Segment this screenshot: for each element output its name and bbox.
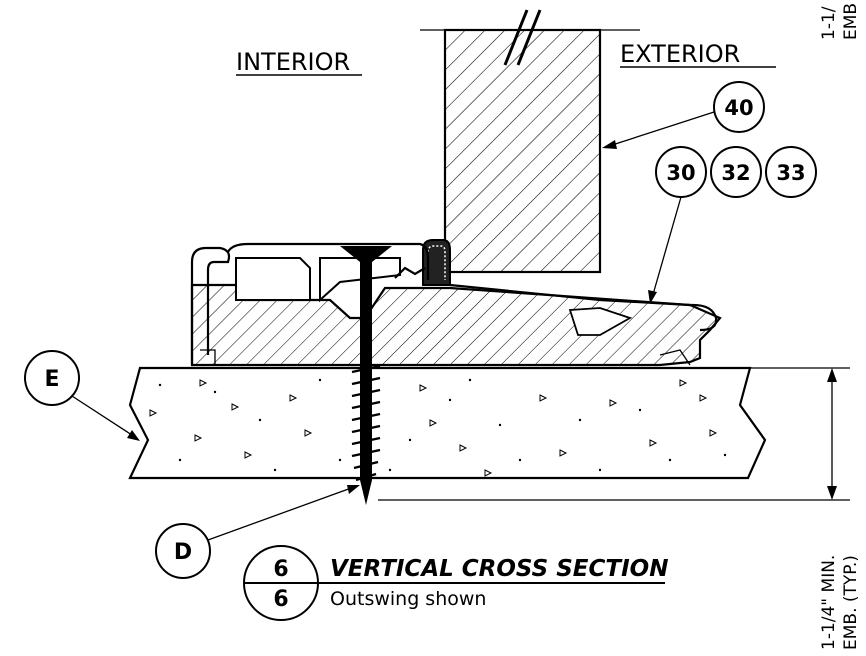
dimension-label-line2: EMB. (TYP.) bbox=[841, 555, 861, 650]
anchor-screw bbox=[340, 246, 392, 505]
dimension-label-top-line2: EMB bbox=[841, 3, 861, 40]
concrete-substrate bbox=[128, 366, 767, 480]
callout-d: D bbox=[155, 485, 360, 579]
callout-d-text: D bbox=[174, 540, 192, 565]
dimension-label-top-line1: 1-1/ bbox=[819, 6, 839, 40]
door-slab bbox=[420, 9, 640, 274]
callout-e: E bbox=[24, 350, 140, 441]
callout-group-30-32-33: 30 32 33 bbox=[648, 146, 817, 304]
callout-33-text: 33 bbox=[776, 161, 805, 185]
callout-32-text: 32 bbox=[721, 161, 750, 185]
section-sheet: 6 bbox=[273, 587, 288, 612]
embedment-dimension: 1-1/4" MIN. EMB. (TYP.) 1-1/ EMB bbox=[378, 3, 861, 650]
callout-e-text: E bbox=[44, 367, 59, 392]
exterior-label: EXTERIOR bbox=[620, 40, 740, 68]
section-number: 6 bbox=[273, 557, 288, 582]
section-title: VERTICAL CROSS SECTION bbox=[330, 556, 668, 582]
callout-40-text: 40 bbox=[724, 96, 753, 120]
callout-30-text: 30 bbox=[666, 161, 695, 185]
dimension-label-line1: 1-1/4" MIN. bbox=[819, 555, 839, 650]
interior-label: INTERIOR bbox=[236, 48, 350, 76]
section-title-block: 6 6 VERTICAL CROSS SECTION Outswing show… bbox=[243, 545, 668, 621]
callout-40: 40 bbox=[602, 81, 765, 149]
section-subtitle: Outswing shown bbox=[330, 588, 486, 610]
